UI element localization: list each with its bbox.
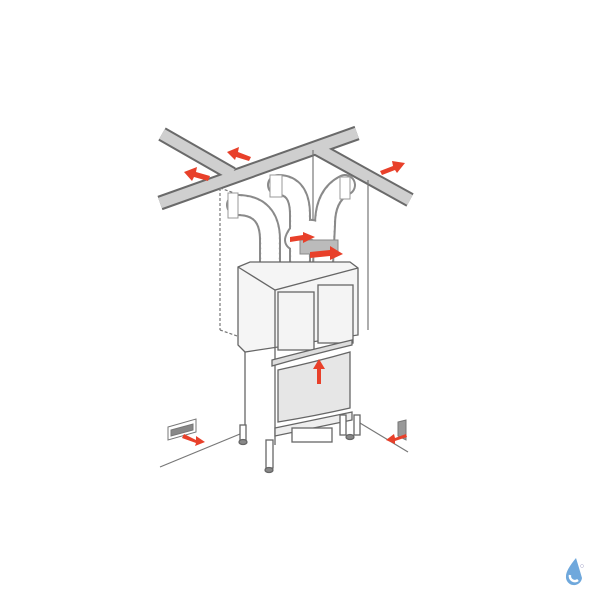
ceiling-beams <box>157 125 414 211</box>
airflow-arrow-icon <box>184 167 210 181</box>
fireplace-body <box>237 261 361 474</box>
airflow-arrows <box>182 147 407 446</box>
airflow-arrow-icon <box>310 246 343 260</box>
airflow-arrow-icon <box>380 161 405 175</box>
vent-grille-icon <box>167 418 407 441</box>
brand-drop-logo-icon <box>565 558 584 586</box>
airflow-arrow-icon <box>182 434 205 446</box>
airflow-arrow-icon <box>290 232 315 243</box>
wall-lines <box>159 150 409 468</box>
flexible-ducts <box>226 174 356 301</box>
airflow-arrow-icon <box>313 359 325 384</box>
airflow-arrow-icon <box>227 147 251 161</box>
airflow-arrow-icon <box>386 434 407 444</box>
fireplace-legs <box>238 414 361 474</box>
